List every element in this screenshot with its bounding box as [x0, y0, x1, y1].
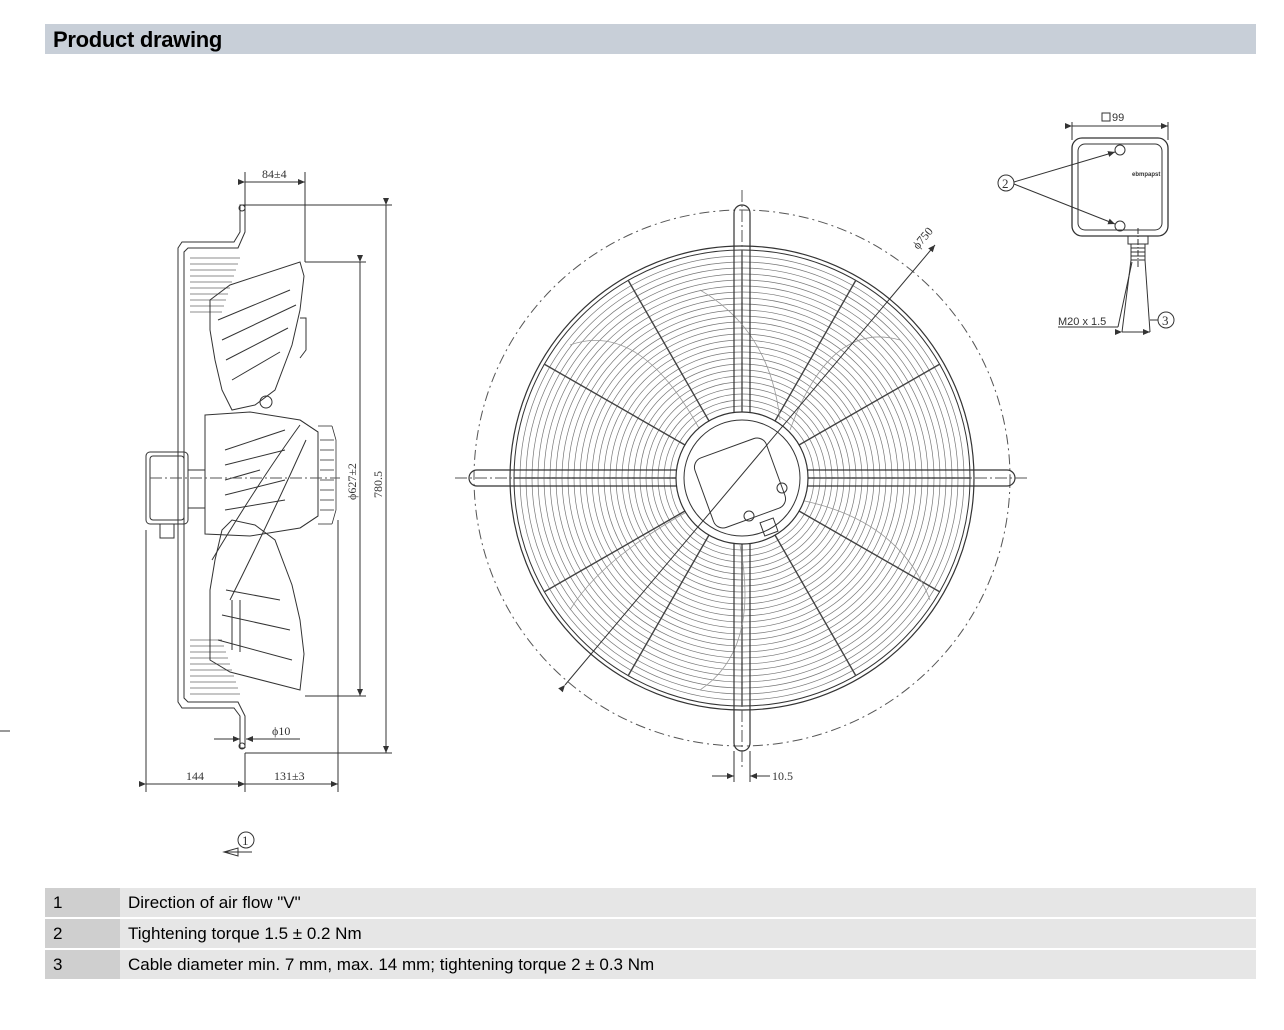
dim-cable-gland: M20 x 1.5: [1058, 316, 1106, 328]
legend-description: Cable diameter min. 7 mm, max. 14 mm; ti…: [128, 955, 655, 974]
product-drawing: 84±4: [0, 112, 1175, 857]
callout-1: 1: [242, 833, 249, 848]
dim-depth-right: 131±3: [274, 769, 305, 783]
legend-description: Tightening torque 1.5 ± 0.2 Nm: [128, 924, 362, 943]
dim-height-total: 780.5: [371, 471, 385, 498]
legend-row: 2 Tightening torque 1.5 ± 0.2 Nm: [45, 919, 1256, 948]
dim-diameter-outer: ϕ750: [910, 224, 936, 252]
legend-row: 3 Cable diameter min. 7 mm, max. 14 mm; …: [45, 950, 1256, 979]
legend-number: 1: [53, 893, 63, 912]
dim-diameter-inner: ϕ627±2: [345, 463, 359, 500]
side-view: 84±4: [0, 167, 392, 857]
legend-table: 1 Direction of air flow "V" 2 Tightening…: [45, 888, 1256, 981]
legend-number: 2: [53, 924, 63, 943]
dim-hole: ϕ10: [272, 724, 290, 738]
callout-2: 2: [1002, 176, 1009, 191]
section-header: Product drawing: [45, 24, 1256, 54]
terminal-box-detail: 99 ebmpapst M20 x 1.5 3 2: [997, 112, 1175, 335]
legend-row: 1 Direction of air flow "V": [45, 888, 1256, 917]
section-title: Product drawing: [53, 27, 223, 52]
dim-depth-left: 144: [186, 769, 204, 783]
callout-3: 3: [1162, 313, 1169, 328]
dim-box-size: 99: [1112, 112, 1124, 124]
box-brand-label: ebmpapst: [1132, 172, 1160, 178]
dim-depth-top: 84±4: [262, 167, 287, 181]
legend-description: Direction of air flow "V": [128, 893, 301, 912]
dim-rod-width: 10.5: [772, 769, 793, 783]
legend-number: 3: [53, 955, 63, 974]
front-view: ϕ750 10.5: [455, 190, 1030, 783]
